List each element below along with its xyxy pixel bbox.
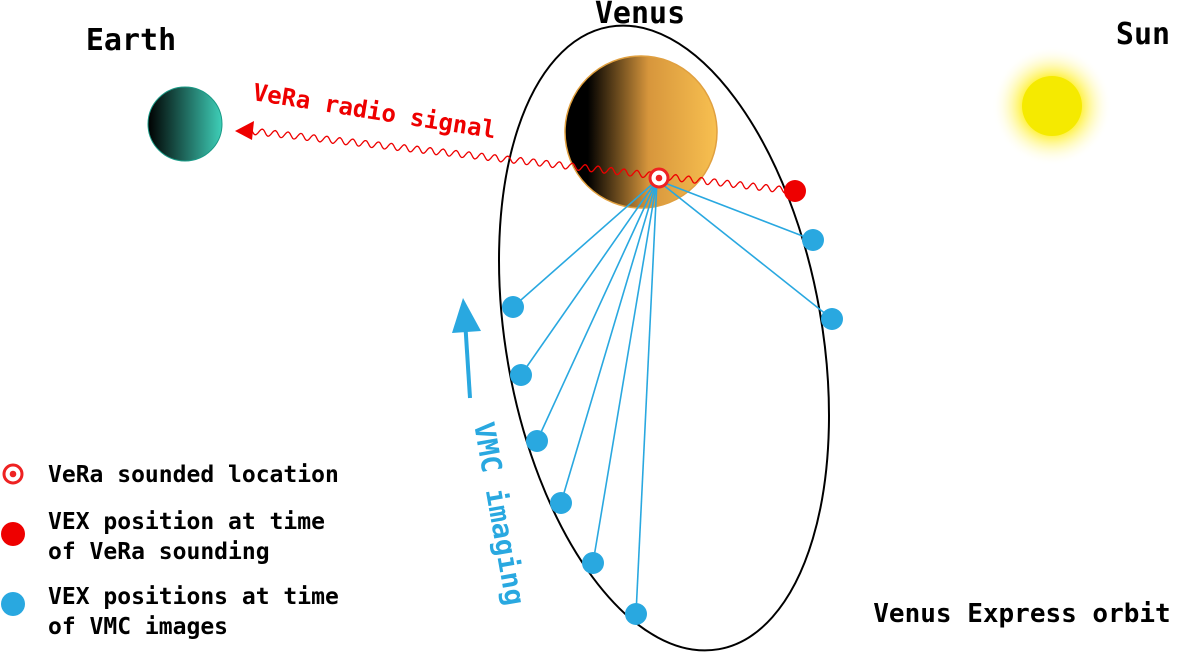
legend: VeRa sounded location VEX position at ti… — [1, 462, 339, 640]
vmc-imaging-lines — [512, 179, 833, 615]
legend-vex-vmc-text-2: of VMC images — [48, 614, 228, 640]
earth — [147, 86, 223, 162]
legend-vex-vera-text-2: of VeRa sounding — [48, 539, 270, 565]
legend-vex-vera-text-1: VEX position at time — [48, 509, 325, 535]
vera-radio-signal-line — [250, 128, 796, 194]
sun-label: Sun — [1116, 17, 1170, 52]
legend-vex-vera-icon — [1, 522, 25, 546]
vera-sounded-location-marker — [648, 167, 670, 189]
legend-vex-vmc-text-1: VEX positions at time — [48, 584, 339, 610]
earth-label: Earth — [86, 23, 176, 58]
vmc-imaging-label: VMC imaging — [467, 419, 532, 607]
legend-sounded-location-icon — [2, 463, 24, 485]
venus — [564, 55, 718, 209]
vera-radio-signal-label: VeRa radio signal — [251, 78, 498, 144]
venus-express-orbit — [498, 24, 830, 652]
legend-sounded-location-text: VeRa sounded location — [48, 462, 339, 488]
venus-express-orbit-label: Venus Express orbit — [873, 599, 1170, 629]
vex-vera-position — [784, 180, 806, 202]
vera-signal-arrowhead — [235, 121, 254, 140]
vex-vmc-positions — [502, 229, 843, 625]
legend-vex-vmc-icon — [1, 592, 25, 616]
venus-label: Venus — [595, 0, 685, 31]
sun — [992, 46, 1112, 166]
vmc-imaging-arrow — [452, 298, 481, 399]
